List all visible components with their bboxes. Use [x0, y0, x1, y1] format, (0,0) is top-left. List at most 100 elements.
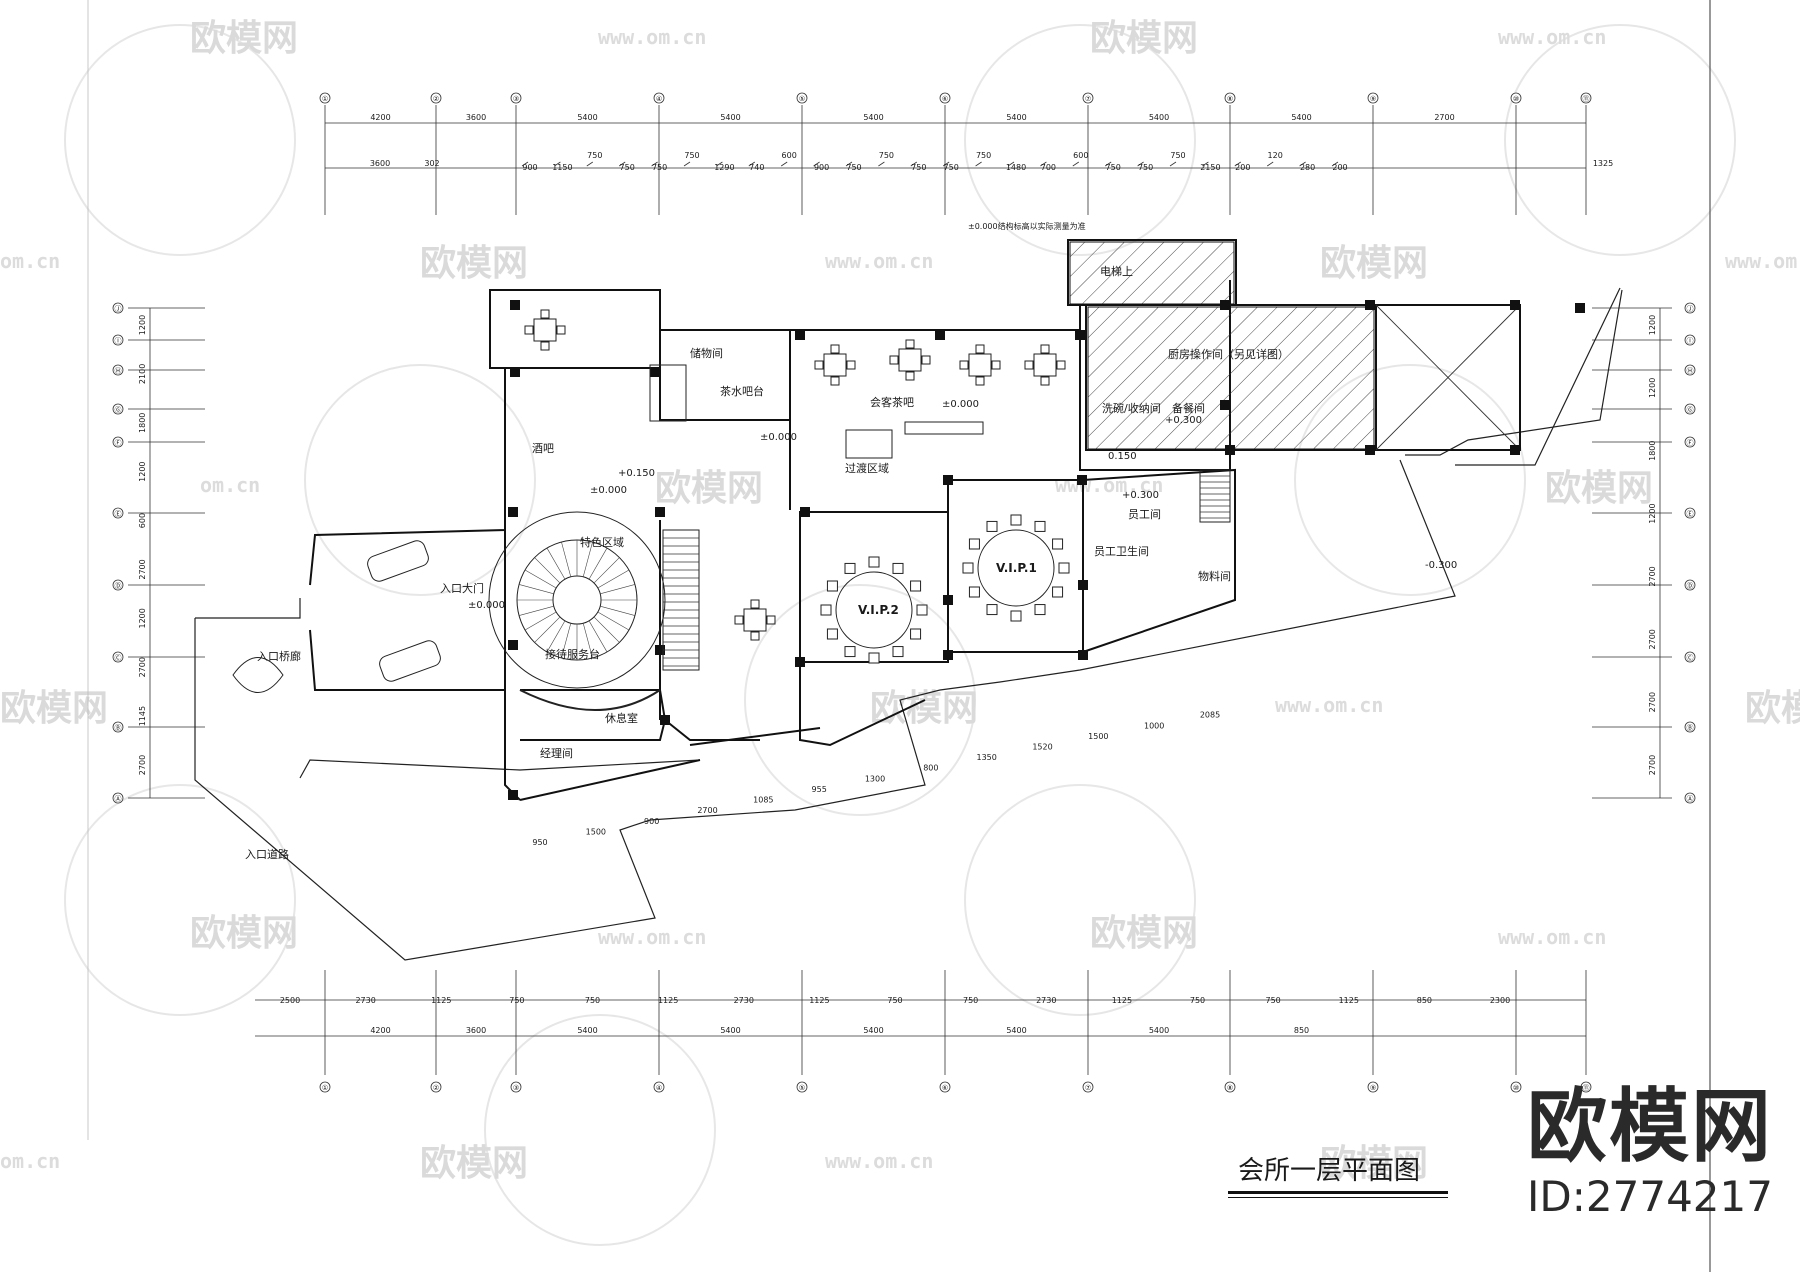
dimension-label: 750: [911, 163, 926, 172]
room-vip2: V.I.P.2: [858, 603, 899, 617]
dimension-label: 955: [812, 785, 827, 794]
dimension-label: 750: [879, 151, 894, 160]
dimension-label: 800: [923, 764, 938, 773]
furniture: [232, 309, 1231, 711]
dimension-label: 750: [1190, 996, 1205, 1005]
dimension-label: 5400: [863, 1026, 883, 1035]
dimension-tick: [910, 161, 918, 167]
site-boundary: [194, 287, 1623, 961]
grid-bubble: [112, 302, 124, 314]
dimension-label: 750: [976, 151, 991, 160]
dimension-label: 280: [1300, 163, 1315, 172]
grid-label: Ⓑ: [1687, 724, 1694, 732]
room-reception: 接待服务台: [545, 647, 600, 661]
dimension-label: 200: [1235, 163, 1250, 172]
dimension-tick: [748, 161, 756, 167]
tea-chair: [975, 344, 985, 354]
dimension-tick: [586, 161, 594, 167]
tea-chair: [1040, 344, 1050, 354]
chair: [1052, 538, 1064, 550]
chair: [892, 646, 904, 658]
dimension-label: 1200: [138, 461, 147, 481]
room-storage-small: 储物间: [690, 346, 723, 360]
dimension-label: 5400: [1291, 113, 1311, 122]
dimension-tick: [780, 161, 788, 167]
grid-label: ③: [513, 1084, 519, 1092]
column: [1220, 400, 1230, 410]
dimension-tick: [1007, 161, 1015, 167]
dimension-label: 750: [1170, 151, 1185, 160]
dimension-label: 2700: [1648, 629, 1657, 649]
chair: [916, 604, 928, 616]
dimension-label: 750: [652, 163, 667, 172]
dimension-tick: [1331, 161, 1339, 167]
canopy-cross: [1375, 304, 1521, 451]
tea-table: [968, 353, 992, 377]
tea-chair: [921, 355, 931, 365]
grid-bubble: [510, 92, 522, 104]
chair: [1010, 514, 1022, 526]
grid-bubble: [1684, 403, 1696, 415]
watermark-url: www.om.cn: [825, 249, 933, 273]
dimension-tick: [1234, 161, 1242, 167]
dimension-label: 740: [749, 163, 764, 172]
column: [1078, 650, 1088, 660]
rotunda-ray: [518, 605, 554, 616]
grid-label: ②: [433, 1084, 439, 1092]
rotunda-ray: [534, 616, 561, 643]
grid-bubble: [430, 92, 442, 104]
dimension-label: 1500: [586, 827, 606, 836]
watermark-logo: 欧模网: [420, 1143, 528, 1184]
structural-columns: [508, 300, 1585, 800]
column: [1510, 445, 1520, 455]
tea-table: [898, 348, 922, 372]
rotunda-ray: [588, 547, 608, 580]
grid-bubble: [1082, 1081, 1094, 1093]
dimension-label: 5400: [1006, 1026, 1026, 1035]
vip1-table: [977, 529, 1055, 607]
stair-outline: [662, 529, 700, 671]
chair: [820, 604, 832, 616]
tea-chair: [905, 371, 915, 381]
grid-bubble: [112, 507, 124, 519]
watermark-logo: 欧模网: [0, 688, 108, 729]
grid-label: ⑩: [1513, 95, 1519, 103]
brand-block: 欧模网 ID:2774217: [1505, 1082, 1795, 1222]
watermark-logo: 欧模网: [1320, 243, 1428, 284]
rotunda-ray: [588, 620, 608, 653]
column: [1225, 445, 1235, 455]
dimension-label: 1125: [809, 996, 829, 1005]
dimension-label: 1200: [1648, 315, 1657, 335]
room-electric: 电梯上: [1100, 265, 1133, 278]
grid-label: Ⓐ: [1687, 795, 1694, 803]
grid-bubble: [1684, 436, 1696, 448]
dimension-label: 5400: [863, 113, 883, 122]
grid-label: Ⓗ: [1687, 367, 1694, 375]
column: [935, 330, 945, 340]
watermark-logos: 欧模网 欧模网 欧模网 欧模网 欧模网 欧模网 欧模网 欧模网 欧模网 欧模网 …: [0, 18, 1800, 1184]
column: [1575, 303, 1585, 313]
grid-label: Ⓓ: [1687, 582, 1694, 590]
rotunda-ray: [524, 611, 557, 631]
dimension-tick: [1137, 161, 1144, 167]
rotunda-ray: [597, 611, 630, 631]
chair: [844, 646, 856, 658]
watermark-logo: 欧模网: [1090, 18, 1198, 59]
watermark-logo: 欧模网: [655, 468, 763, 509]
grid-bubble: [319, 1081, 331, 1093]
dimension-label: 302: [424, 159, 439, 168]
dimension-label: 5400: [1149, 1026, 1169, 1035]
dimension-label: 750: [944, 163, 959, 172]
chair: [1034, 604, 1046, 616]
grid-label: ⑦: [1085, 1084, 1091, 1092]
dimension-label: 750: [1265, 996, 1280, 1005]
dimension-label: 5400: [720, 113, 740, 122]
grid-label: Ⓒ: [115, 654, 122, 662]
dimension-label: 2700: [697, 806, 717, 815]
grid-bubble: [1684, 721, 1696, 733]
level-mark: ±0.000: [590, 485, 627, 496]
rotunda-ray: [600, 584, 636, 595]
building-walls: [309, 239, 1521, 801]
